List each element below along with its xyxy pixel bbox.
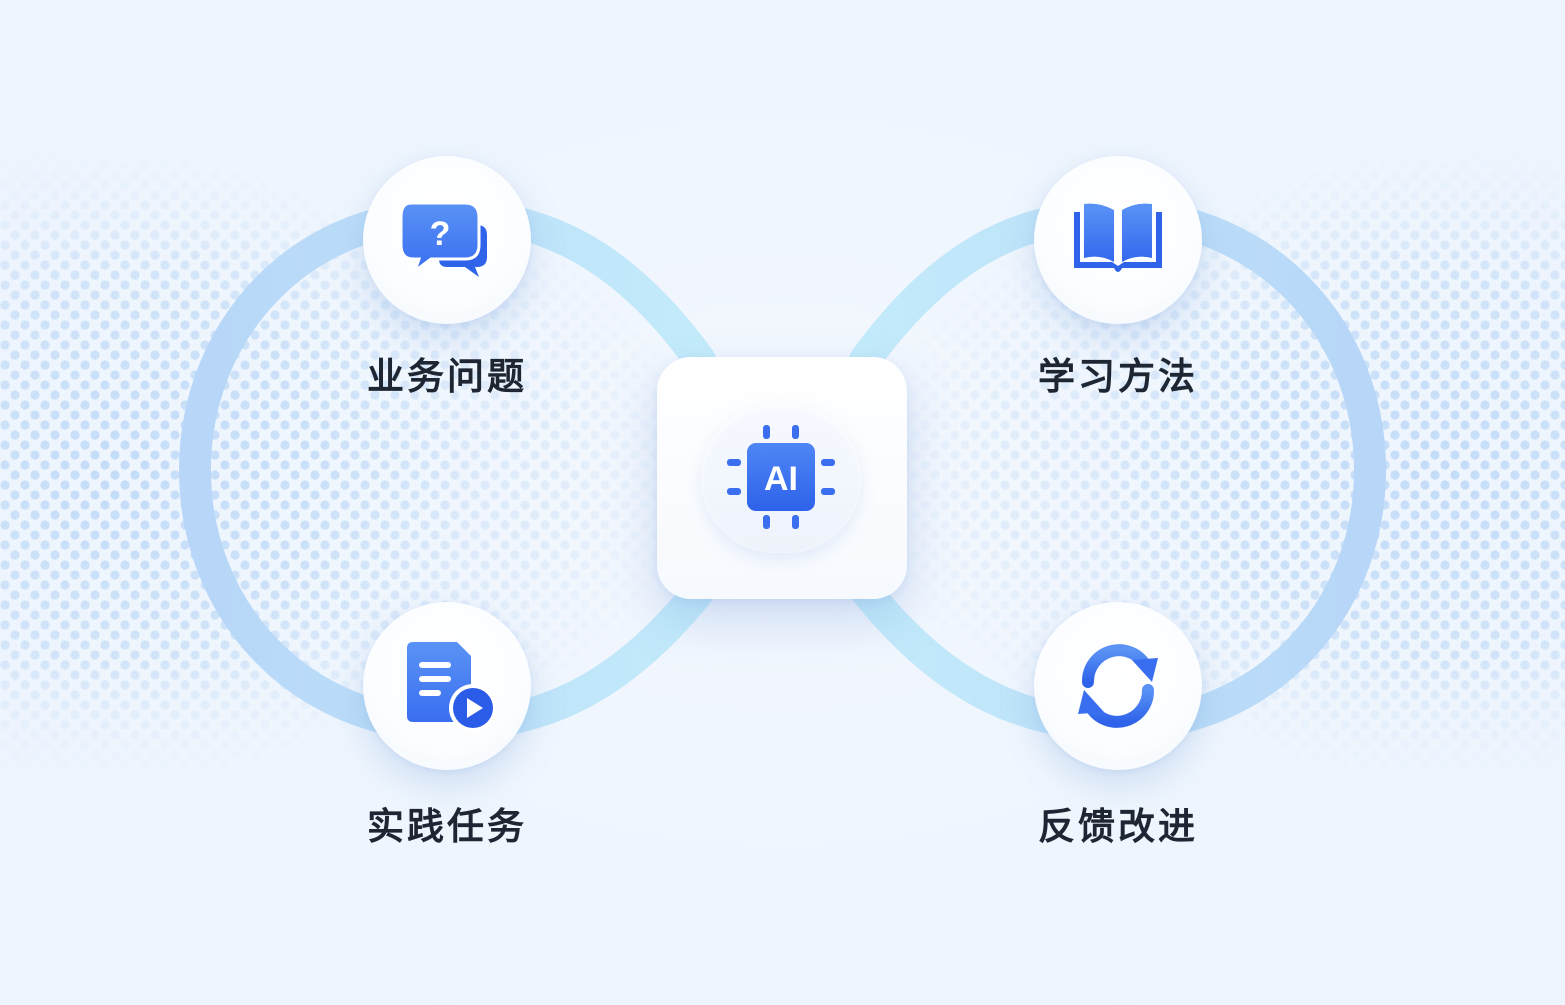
open-book-icon <box>1074 203 1162 272</box>
node-learning-method <box>1034 156 1202 324</box>
ai-hub-badge: AI <box>701 405 861 553</box>
document-play-icon <box>407 642 495 732</box>
node-label-business-problem: 业务问题 <box>367 355 527 398</box>
refresh-cycle-icon <box>1078 644 1158 728</box>
node-business-problem: ? <box>363 156 531 324</box>
ai-chip-label: AI <box>764 460 798 498</box>
ai-hub: AI <box>657 357 907 599</box>
node-label-learning-method: 学习方法 <box>1038 355 1198 398</box>
question-chat-icon: ? <box>399 201 487 277</box>
svg-text:?: ? <box>430 215 451 253</box>
node-label-practice-task: 实践任务 <box>367 805 527 848</box>
node-label-feedback-improve: 反馈改进 <box>1038 805 1198 848</box>
node-feedback-improve <box>1034 602 1202 770</box>
ai-chip-icon <box>727 425 835 529</box>
node-practice-task <box>363 602 531 770</box>
